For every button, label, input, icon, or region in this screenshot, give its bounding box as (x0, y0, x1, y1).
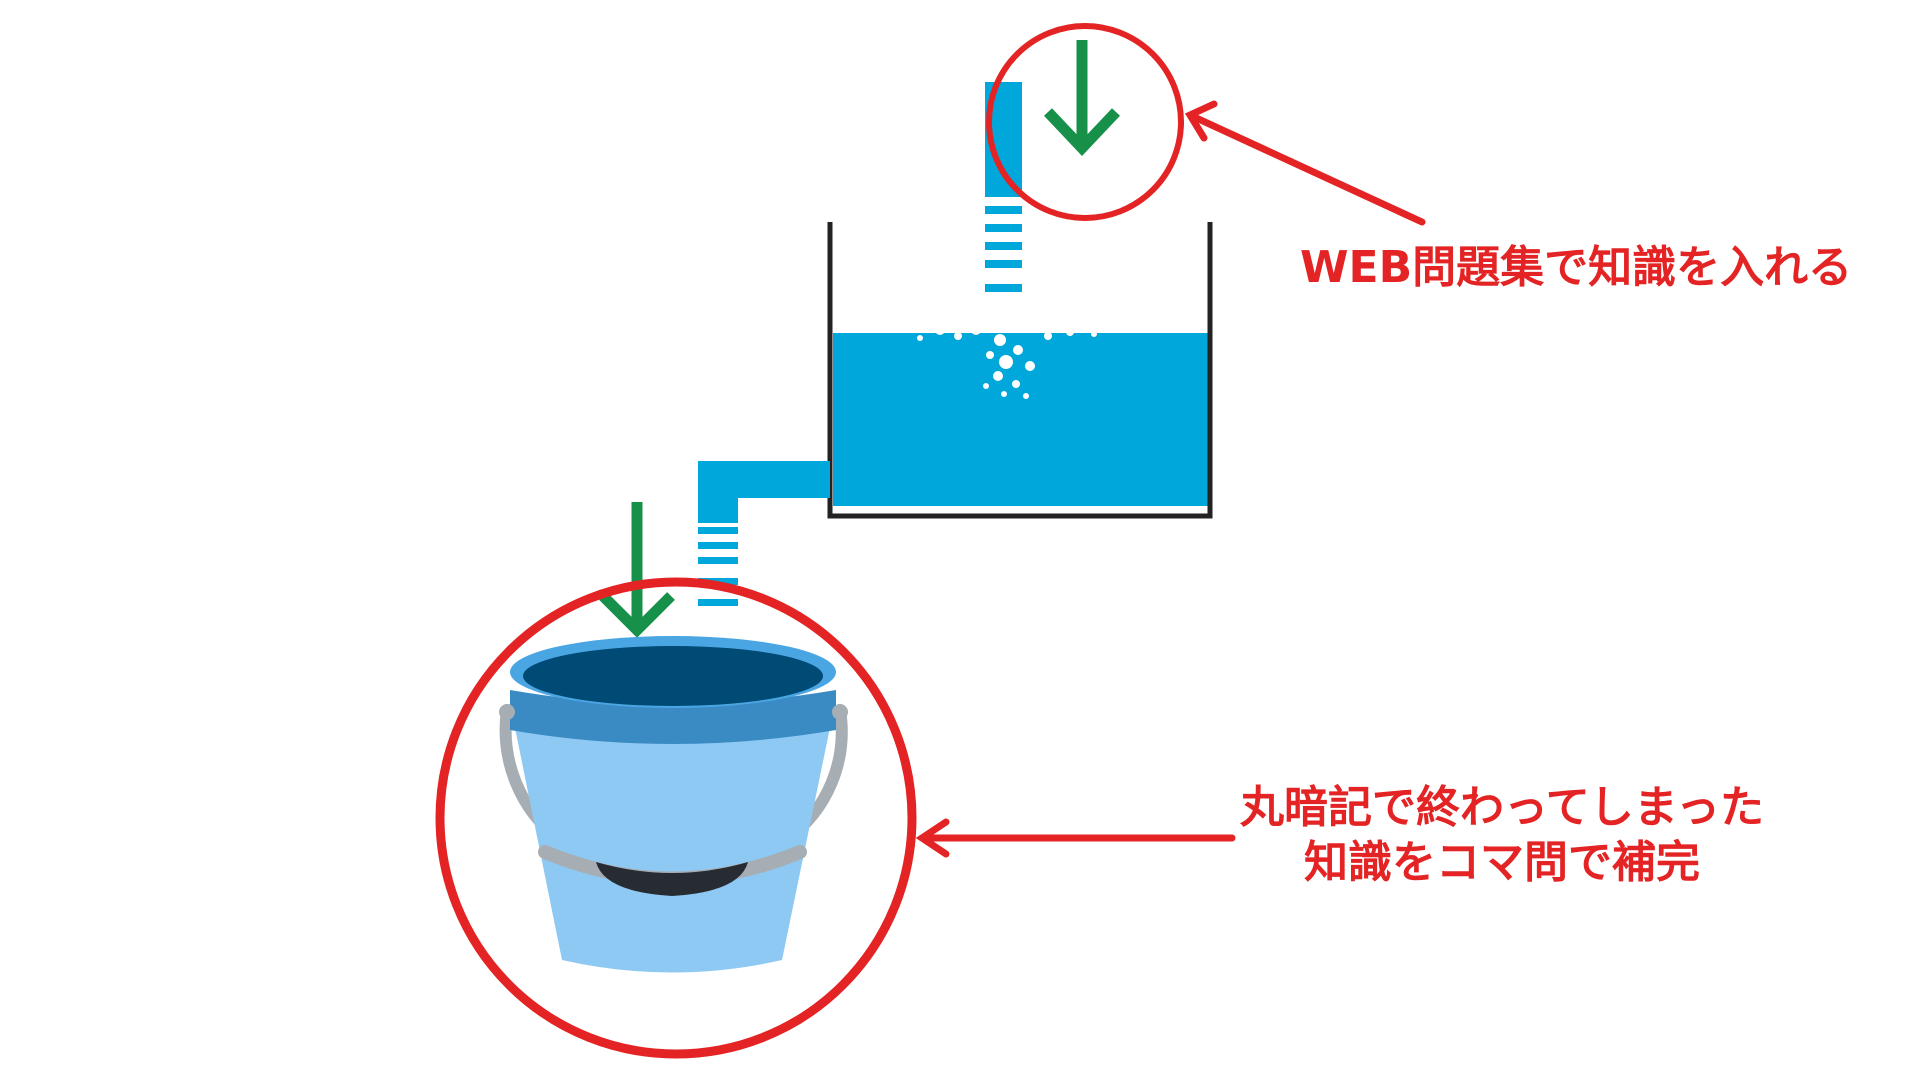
highlight-circle-bottom (435, 577, 917, 1059)
tank-water (833, 325, 1210, 506)
outflow-pipe (698, 461, 830, 523)
bucket-icon (499, 636, 848, 973)
annotation-label-web-question-bank: WEB問題集で知識を入れる (1300, 242, 1853, 293)
outflow-water-stream (698, 527, 738, 606)
annotation-arrow-bottom (915, 818, 1236, 858)
annotation-label-koma-question: 丸暗記で終わってしまった 知識をコマ問で補完 (1240, 780, 1764, 890)
annotation-label-line-2: 知識をコマ問で補完 (1304, 837, 1701, 888)
down-arrow-icon (1044, 40, 1120, 157)
annotation-arrow-top (1184, 100, 1426, 226)
water-tank-icon (827, 222, 1213, 519)
down-arrow-icon (599, 502, 675, 638)
highlight-circle-top (986, 23, 1184, 221)
annotation-label-line-1: 丸暗記で終わってしまった (1240, 782, 1765, 833)
